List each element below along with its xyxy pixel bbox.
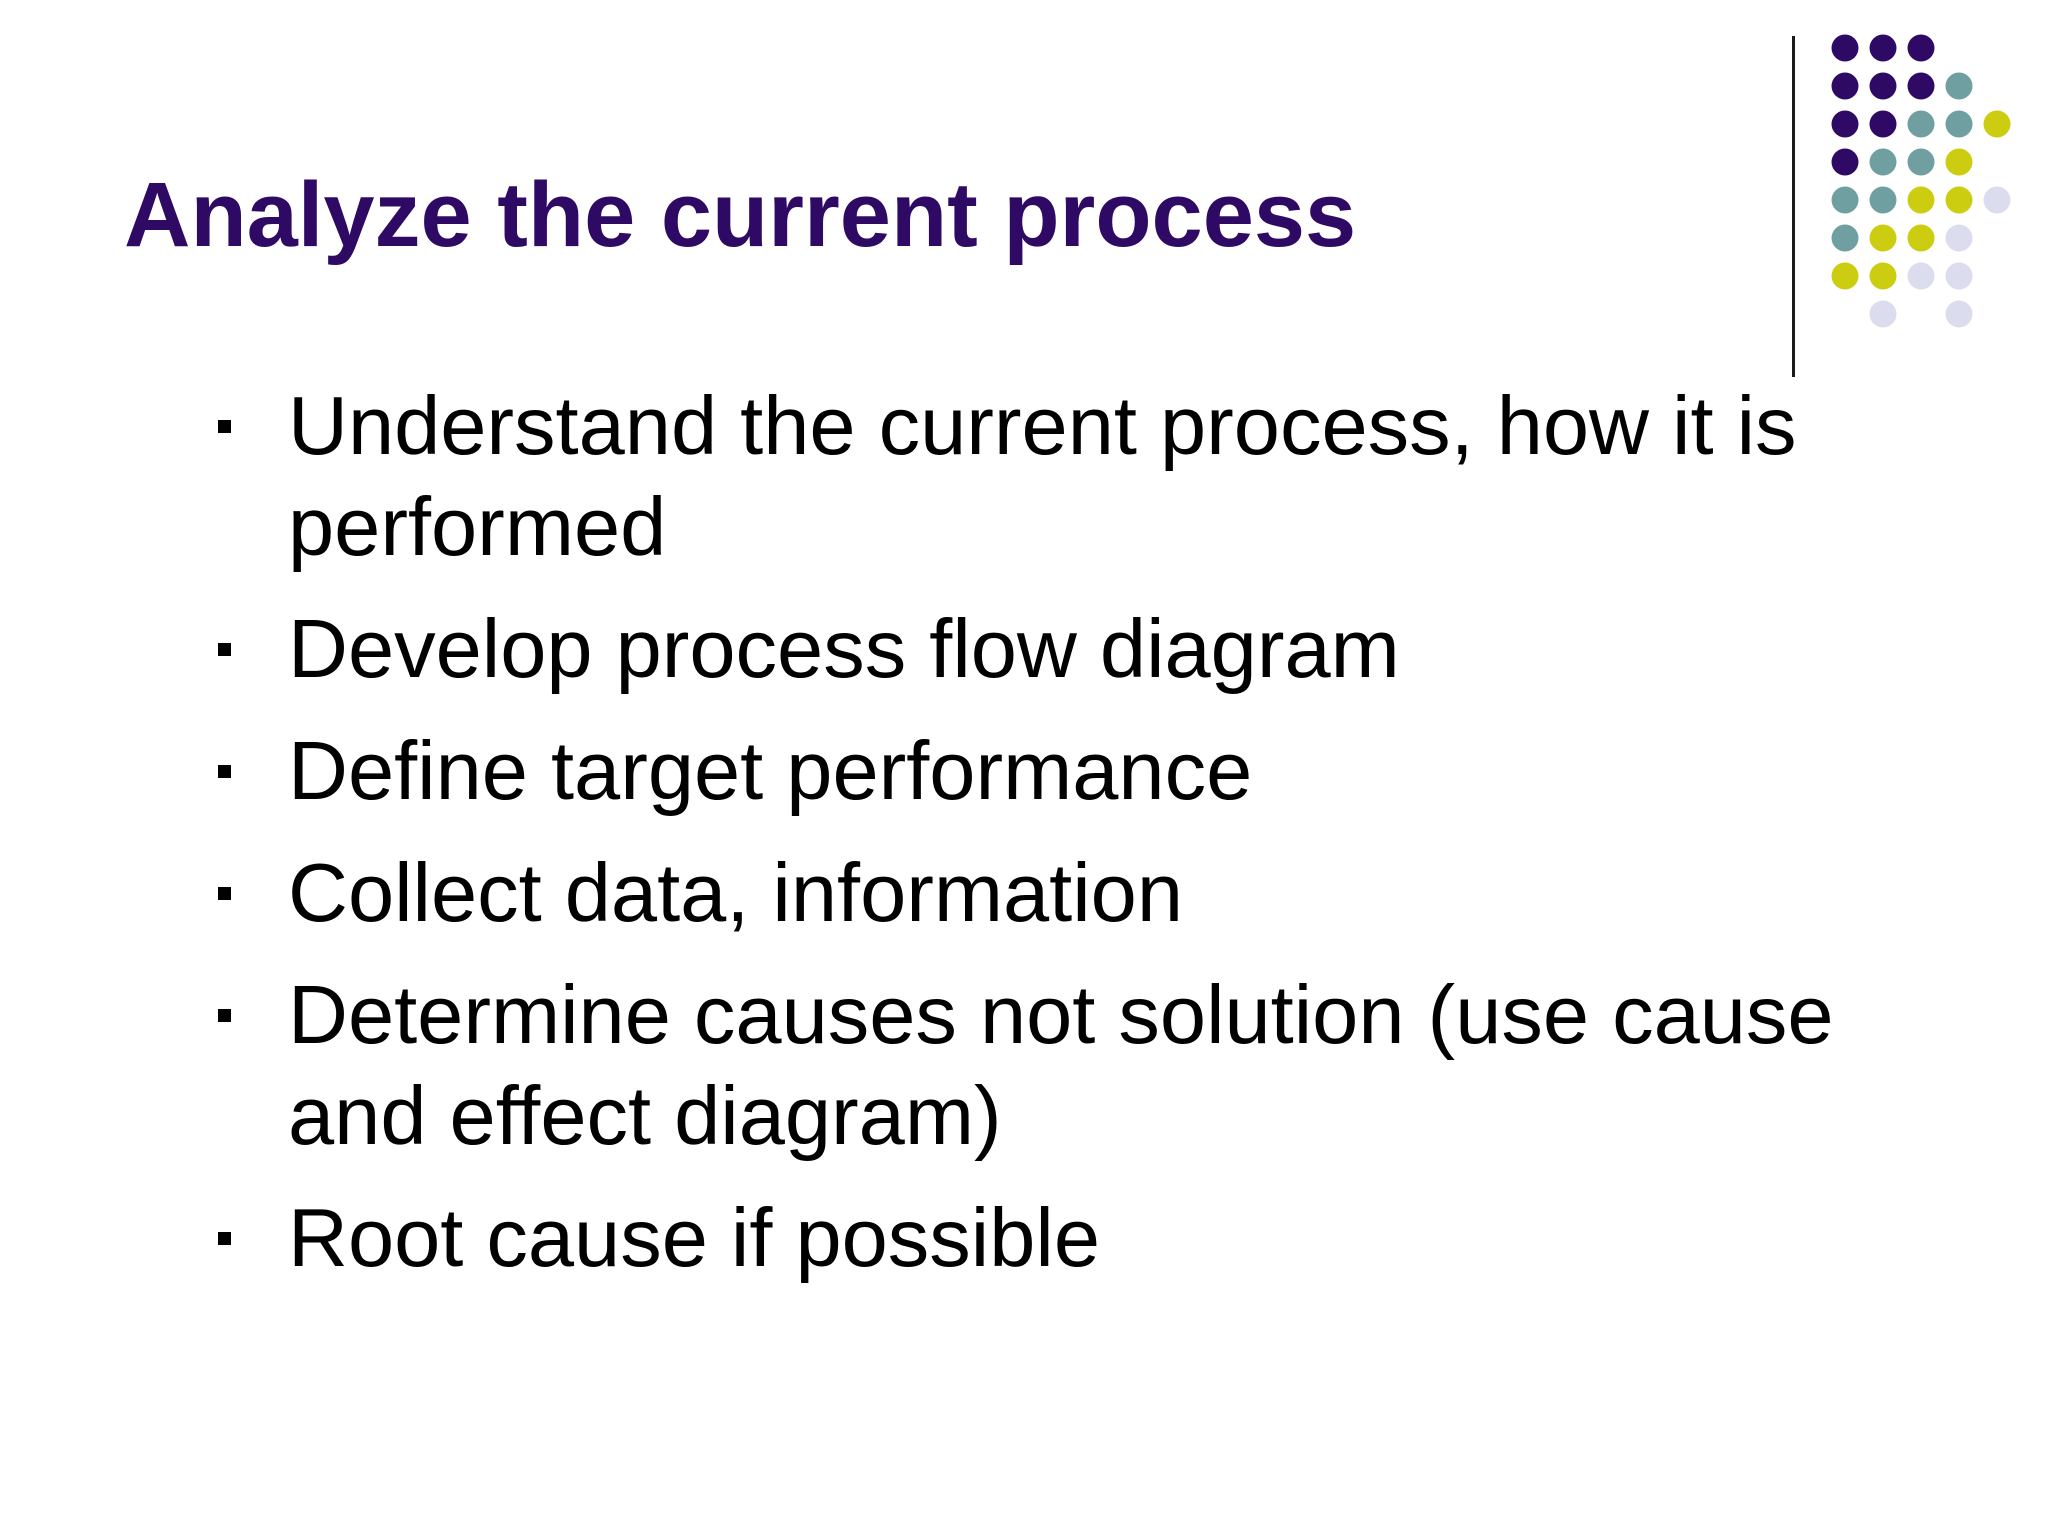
bullet-item: Determine causes not solution (use cause… xyxy=(212,964,1972,1166)
decorative-dot xyxy=(1907,34,1935,62)
decorative-dot xyxy=(1945,186,1973,214)
square-bullet-icon xyxy=(218,1009,231,1022)
square-bullet-icon xyxy=(218,765,231,778)
decorative-dot xyxy=(1907,262,1935,290)
bullet-text: Understand the current process, how it i… xyxy=(288,379,1797,573)
decorative-dot-pattern xyxy=(1831,34,2011,328)
bullet-item: Understand the current process, how it i… xyxy=(212,375,1972,577)
decorative-dot xyxy=(1945,72,1973,100)
title-divider-line xyxy=(1792,36,1795,377)
square-bullet-icon xyxy=(218,420,231,433)
decorative-dot xyxy=(1831,110,1859,138)
bullet-item: Root cause if possible xyxy=(212,1187,1972,1288)
square-bullet-icon xyxy=(218,643,231,656)
decorative-dot xyxy=(1907,72,1935,100)
decorative-dot xyxy=(1945,224,1973,252)
decorative-dot xyxy=(1869,72,1897,100)
square-bullet-icon xyxy=(218,887,231,900)
decorative-dot xyxy=(1869,300,1897,328)
decorative-dot xyxy=(1907,148,1935,176)
decorative-dot xyxy=(1907,186,1935,214)
decorative-dot xyxy=(1983,186,2011,214)
slide-title: Analyze the current process xyxy=(124,164,1357,266)
decorative-dot xyxy=(1869,148,1897,176)
bullet-text: Determine causes not solution (use cause… xyxy=(288,968,1834,1162)
decorative-dot xyxy=(1869,224,1897,252)
decorative-dot xyxy=(1831,262,1859,290)
bullet-item: Develop process flow diagram xyxy=(212,598,1972,699)
bullet-text: Collect data, information xyxy=(288,846,1184,939)
decorative-dot xyxy=(1945,148,1973,176)
decorative-dot xyxy=(1907,224,1935,252)
decorative-dot xyxy=(1831,148,1859,176)
decorative-dot xyxy=(1945,262,1973,290)
decorative-dot xyxy=(1869,262,1897,290)
decorative-dot xyxy=(1907,110,1935,138)
bullet-text: Define target performance xyxy=(288,724,1253,817)
decorative-dot xyxy=(1831,224,1859,252)
decorative-dot xyxy=(1869,186,1897,214)
square-bullet-icon xyxy=(218,1232,231,1245)
decorative-dot xyxy=(1983,110,2011,138)
decorative-dot xyxy=(1945,110,1973,138)
bullet-text: Root cause if possible xyxy=(288,1191,1101,1284)
bullet-list: Understand the current process, how it i… xyxy=(212,375,1972,1309)
decorative-dot xyxy=(1831,72,1859,100)
bullet-text: Develop process flow diagram xyxy=(288,602,1400,695)
decorative-dot xyxy=(1831,186,1859,214)
decorative-dot xyxy=(1869,34,1897,62)
bullet-item: Define target performance xyxy=(212,720,1972,821)
decorative-dot xyxy=(1945,300,1973,328)
decorative-dot xyxy=(1869,110,1897,138)
bullet-item: Collect data, information xyxy=(212,842,1972,943)
decorative-dot xyxy=(1831,34,1859,62)
